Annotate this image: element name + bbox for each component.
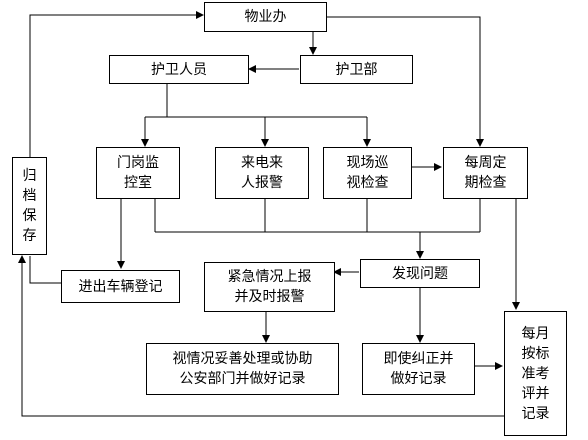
node-archive: 归 档 保 存 xyxy=(12,157,47,255)
node-problem-found: 发现问题 xyxy=(360,259,480,288)
edge-archive-to-office xyxy=(29,11,204,157)
node-emergency-report: 紧急情况上报 并及时报警 xyxy=(204,262,335,312)
node-guard-department: 护卫部 xyxy=(300,55,413,84)
node-property-office: 物业办 xyxy=(204,2,327,32)
node-vehicle-registration: 进出车辆登记 xyxy=(61,270,180,303)
node-monthly-evaluation: 每月 按标 准考 评并 记录 xyxy=(504,311,567,436)
node-guard-staff: 护卫人员 xyxy=(109,55,249,84)
edge-office-to-weekly-check xyxy=(327,16,484,147)
node-call-visitor-alarm: 来电来 人报警 xyxy=(215,147,309,199)
node-handle-or-assist-police: 视情况妥善处理或协助 公安部门并做好记录 xyxy=(146,343,339,395)
node-site-patrol-check: 现场巡 视检查 xyxy=(323,147,412,199)
node-correct-and-record: 即使纠正并 做好记录 xyxy=(362,343,475,395)
edge-monthly-to-archive xyxy=(18,255,504,417)
node-gate-monitor-room: 门岗监 控室 xyxy=(96,147,180,199)
edge-vehicle-to-archive xyxy=(29,256,61,284)
node-weekly-check: 每周定 期检查 xyxy=(443,147,528,199)
